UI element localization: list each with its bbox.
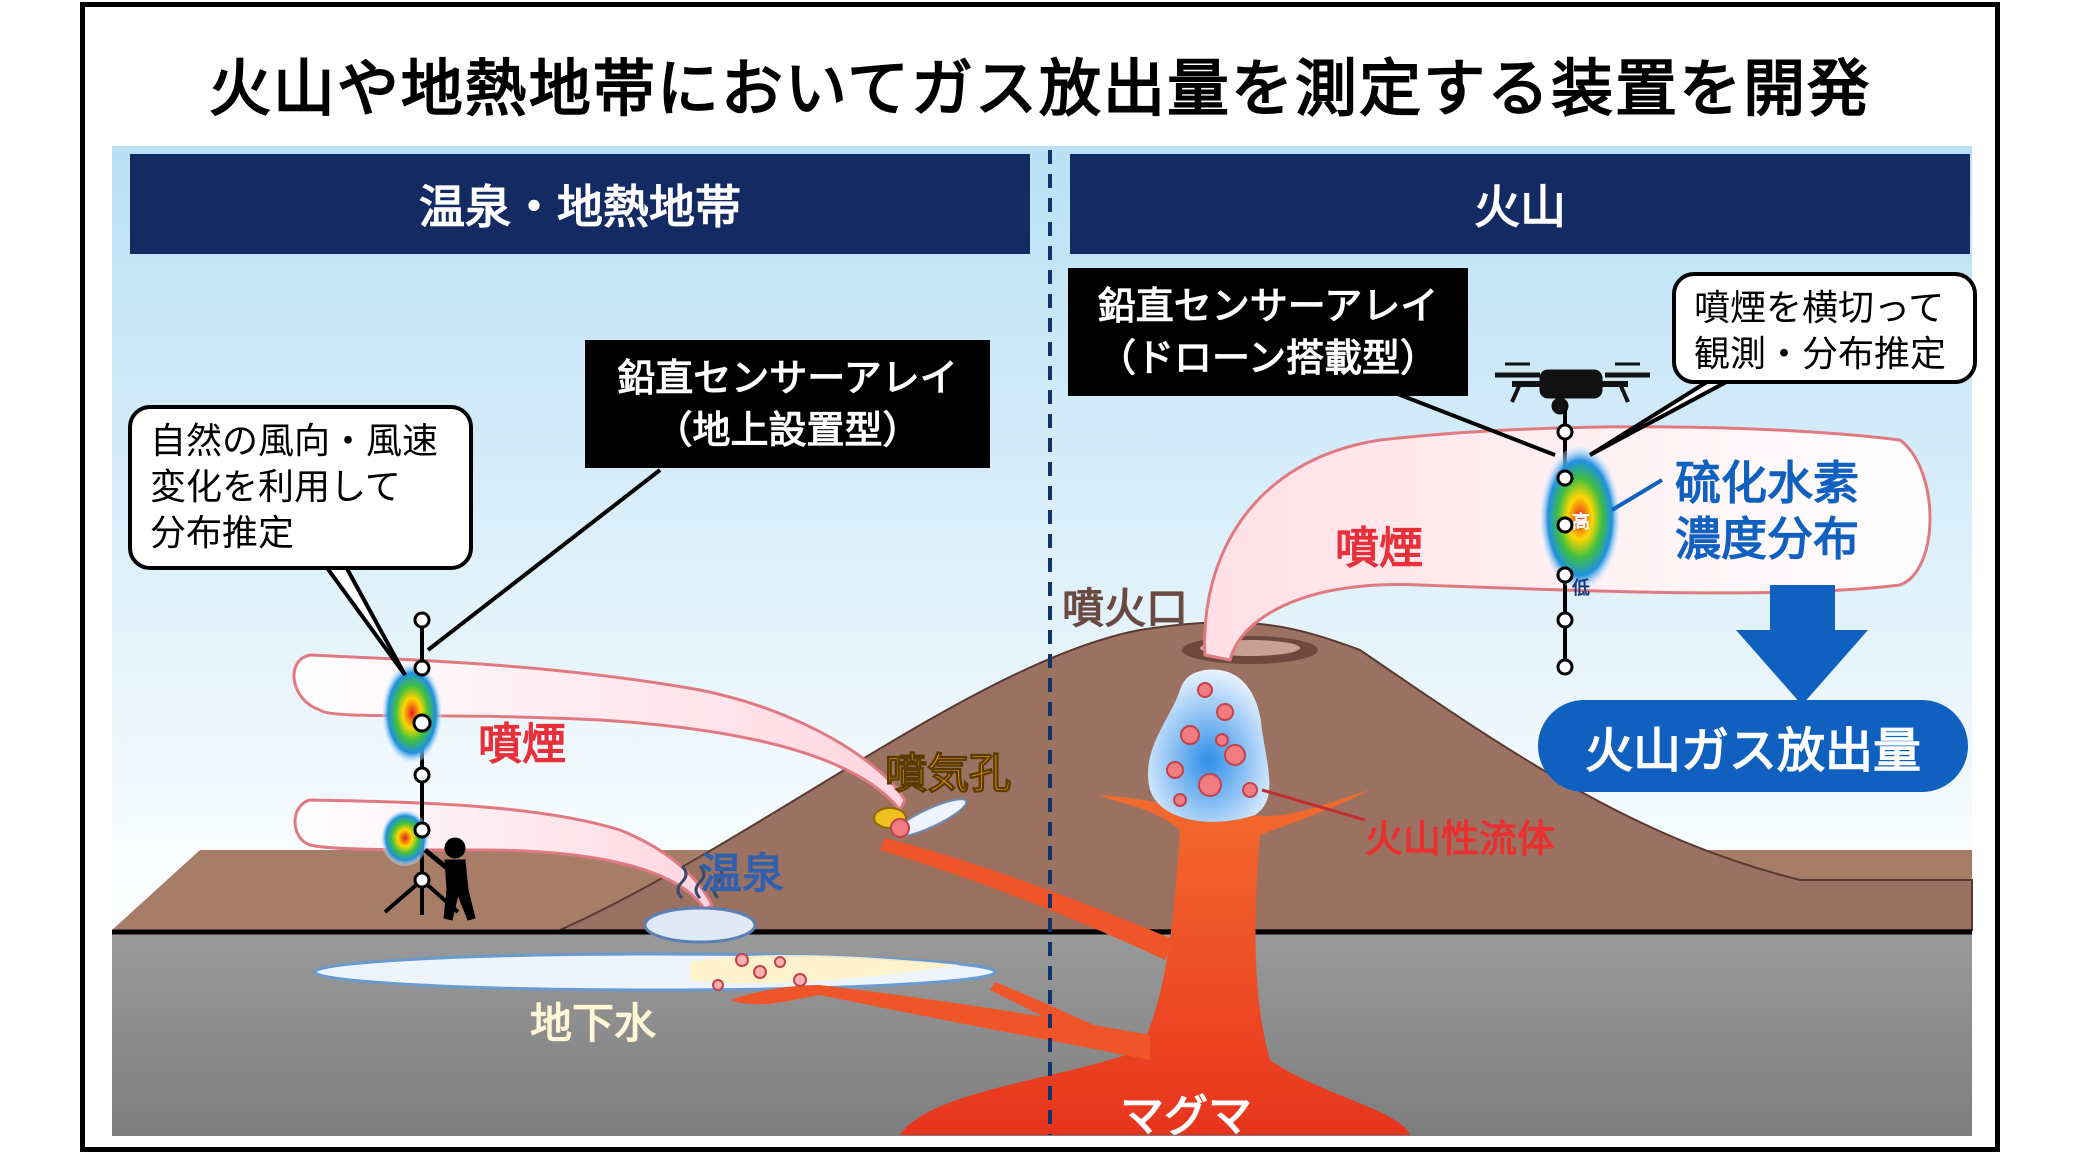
wind-callout: 自然の風向・風速 変化を利用して 分布推定 <box>128 405 473 570</box>
plume-crossing-line1: 噴煙を横切って <box>1694 288 1945 329</box>
hotspring-label: 温泉 <box>700 849 785 898</box>
wind-callout-line2: 変化を利用して <box>150 467 401 508</box>
groundwater-label: 地下水 <box>530 999 657 1048</box>
drone-sensor-title: 鉛直センサーアレイ <box>1097 284 1439 328</box>
person-icon <box>423 837 476 921</box>
panel-header-left: 温泉・地熱地帯 <box>130 154 1030 254</box>
drone-sensor-subtitle: （ドローン搭載型） <box>1097 336 1439 380</box>
page-title: 火山や地熱地帯においてガス放出量を測定する装置を開発 <box>208 52 1872 125</box>
low-marker: 低 <box>1572 578 1590 599</box>
fluid-pointer <box>1261 788 1366 822</box>
fumarole-bubble <box>890 818 910 838</box>
ground-sensor-subtitle: （地上設置型） <box>654 408 921 452</box>
fumarole-label: 噴気孔 <box>884 749 1012 799</box>
right-box-pointer <box>1394 391 1556 457</box>
magma-branch-fumarole <box>880 838 1175 960</box>
plume-crossing-callout: 噴煙を横切って 観測・分布推定 <box>1672 272 1977 384</box>
h2s-label-line2: 濃度分布 <box>1675 512 1859 566</box>
magma-body <box>900 790 1410 1135</box>
down-arrow <box>1736 585 1868 705</box>
volcanic-fluid-drop <box>1147 669 1270 822</box>
panel-header-right: 火山 <box>1070 154 1970 254</box>
panel-header-right-text: 火山 <box>1474 180 1566 234</box>
h2s-label: 硫化水素 濃度分布 <box>1675 455 1859 567</box>
ground-tower-sensors <box>412 611 432 889</box>
gas-emission-result-text: 火山ガス放出量 <box>1584 723 1921 779</box>
fluid-bubbles <box>1166 682 1258 807</box>
ground-sensor-title: 鉛直センサーアレイ <box>617 356 958 400</box>
gas-bubbles-underground <box>712 953 807 991</box>
drone-sensor-box: 鉛直センサーアレイ （ドローン搭載型） <box>1068 268 1468 396</box>
plume-left-upper <box>292 653 907 813</box>
hotspring-pool <box>643 906 757 944</box>
ground-sensor-box: 鉛直センサーアレイ （地上設置型） <box>585 340 990 468</box>
left-box-pointer <box>426 468 662 652</box>
left-cloud-upper <box>382 663 442 763</box>
crater-label: 噴火口 <box>1062 584 1189 633</box>
steam-icon <box>676 864 724 900</box>
h2s-pointer <box>1610 478 1664 512</box>
panel-header-left-text: 温泉・地熱地帯 <box>419 180 741 234</box>
plume-label-left: 噴煙 <box>478 719 566 770</box>
magma-branch-lower <box>990 982 1130 1055</box>
wind-callout-line3: 分布推定 <box>150 513 295 554</box>
wind-callout-line1: 自然の風向・風速 <box>150 421 439 462</box>
plume-crossing-line2: 観測・分布推定 <box>1694 334 1947 375</box>
gas-emission-result: 火山ガス放出量 <box>1538 700 1968 792</box>
high-marker: 高 <box>1572 512 1590 533</box>
volcanic-fluid-label: 火山性流体 <box>1365 817 1556 861</box>
drone-icon <box>1495 362 1650 415</box>
h2s-label-line1: 硫化水素 <box>1675 456 1859 510</box>
magma-label: マグマ <box>1120 1091 1252 1142</box>
plume-label-right: 噴煙 <box>1335 523 1423 574</box>
drone-tower-sensors <box>1556 423 1574 676</box>
